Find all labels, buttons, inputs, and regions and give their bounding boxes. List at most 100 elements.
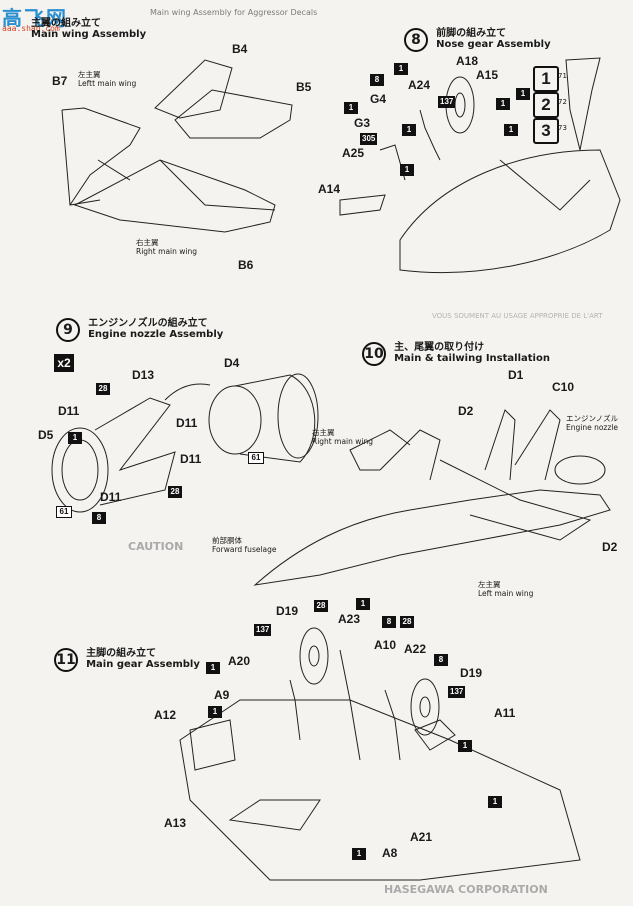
part-d13: D13 [132,368,155,382]
paint-box-1d: 1 [458,740,472,752]
paint-box-137: 137 [254,624,272,636]
part-d11-a: D11 [58,404,80,418]
step-10-number: 10 [362,342,386,366]
paint-box-8: 8 [92,512,106,524]
step-11-title-en: Main gear Assembly [86,659,200,670]
part-a9: A9 [214,688,230,702]
part-d19-b: D19 [460,666,483,680]
forward-fuselage-label: 前部胴体 Forward fuselage [212,536,277,554]
paint-box-28b: 28 [168,486,182,498]
part-a12: A12 [154,708,177,722]
part-a14: A14 [318,182,341,196]
caution-ghost: CAUTION [128,540,184,553]
paint-box-137: 137 [438,96,456,108]
step-9-title-jp: エンジンノズルの組み立て [88,318,208,329]
part-a24: A24 [408,78,431,92]
part-a11: A11 [494,706,516,720]
part-a8: A8 [382,846,398,860]
part-a10: A10 [374,638,397,652]
part-b6: B6 [238,258,254,272]
part-b5: B5 [296,80,312,94]
watermark-url: aaa.shao.com [2,24,60,33]
part-a25: A25 [342,146,365,160]
paint-box-1e: 1 [488,796,502,808]
paint-box-8: 8 [382,616,396,628]
paint-box-1b: 1 [206,662,220,674]
part-d19-a: D19 [276,604,299,618]
quantity-x2: x2 [54,354,74,372]
watermark: 高飞网 aaa.shao.com [2,2,98,33]
paint-box-1b: 1 [344,102,358,114]
part-d11-b: D11 [176,416,198,430]
part-c10: C10 [552,380,575,394]
option-1-ref: 71 [558,72,567,80]
paint-box-1f: 1 [352,848,366,860]
step-10-header: 10 主、尾翼の取り付け Main & tailwing Installatio… [362,342,550,366]
option-1: 1 [533,66,559,92]
part-a20: A20 [228,654,251,668]
paint-box-61: 61 [56,506,72,518]
part-a23: A23 [338,612,361,626]
step-7-header: 主翼の組み立て Main wing Assembly [28,18,146,40]
step-8-title-jp: 前脚の組み立て [436,28,507,39]
paint-box-1f: 1 [504,124,518,136]
paint-box-1: 1 [394,63,408,75]
footer-ghost: HASEGAWA CORPORATION [384,883,548,896]
part-d11-d: D11 [100,490,122,504]
option-2-ref: 72 [558,98,567,106]
part-b7: B7 [52,74,68,88]
left-wing-label: 左主翼 Leftt main wing [78,70,137,88]
paint-box-28b: 28 [400,616,414,628]
option-3: 3 [533,118,559,144]
step-8-header: 8 前脚の組み立て Nose gear Assembly [404,28,551,52]
part-a18: A18 [456,54,479,68]
header-text: Main wing Assembly for Aggressor Decals [150,8,318,17]
step-10-title-en: Main & tailwing Installation [394,353,550,364]
paint-box-1: 1 [356,598,370,610]
part-d2b: D2 [602,540,618,554]
step-10-title-jp: 主、尾翼の取り付け [394,342,485,353]
paint-box-305: 305 [360,133,378,145]
paint-box-1d: 1 [496,98,510,110]
paint-box-61b: 61 [248,452,264,464]
part-a15: A15 [476,68,499,82]
right-wing-label: 右主翼 Right main wing [136,238,197,256]
paint-box-1e: 1 [516,88,530,100]
paint-box-1g: 1 [402,124,416,136]
part-d1: D1 [508,368,524,382]
part-d5: D5 [38,428,54,442]
paint-box-137b: 137 [448,686,466,698]
step-8-title-en: Nose gear Assembly [436,39,551,50]
step-11-header: 11 主脚の組み立て Main gear Assembly [54,648,200,672]
option-3-ref: 73 [558,124,567,132]
part-d2: D2 [458,404,474,418]
step-9-header: 9 エンジンノズルの組み立て Engine nozzle Assembly [56,318,223,342]
paint-box-28: 28 [96,383,110,395]
engine-nozzle-label: エンジンノズル Engine nozzle [566,414,619,432]
part-d11-c: D11 [180,452,202,466]
part-d4: D4 [224,356,240,370]
step-7-title-en: Main wing Assembly [31,29,147,40]
paint-box-8: 8 [370,74,384,86]
step-11-number: 11 [54,648,78,672]
part-a13: A13 [164,816,187,830]
step-9-number: 9 [56,318,80,342]
part-a22: A22 [404,642,427,656]
watermark-logo: 高飞网 [2,6,68,30]
option-2: 2 [533,92,559,118]
step-11-title-jp: 主脚の組み立て [86,648,157,659]
step-8-number: 8 [404,28,428,52]
paint-box-1c: 1 [400,164,414,176]
step-7-title-jp: 主翼の組み立て [31,18,101,29]
part-g4: G4 [370,92,387,106]
paint-box-1c: 1 [208,706,222,718]
part-b4: B4 [232,42,248,56]
paint-box-8b: 8 [434,654,448,666]
paint-box-28: 28 [314,600,328,612]
step-9-title-en: Engine nozzle Assembly [88,329,224,340]
paint-box-1: 1 [68,432,82,444]
right-main-wing-label: 右主翼 Right main wing [312,428,373,446]
part-a21: A21 [410,830,433,844]
